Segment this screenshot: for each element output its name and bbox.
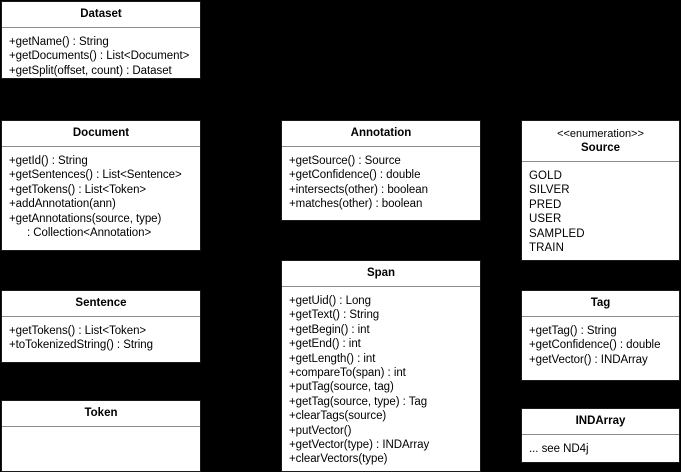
class-members-span: +getUid() : Long +getText() : String +ge… [282, 287, 480, 471]
member-row: +getId() : String [9, 155, 88, 167]
class-box-indarray[interactable]: INDArray ... see ND4j [521, 408, 680, 463]
class-members-annotation: +getSource() : Source +getConfidence() :… [282, 147, 480, 218]
member-row: +intersects(other) : boolean [289, 183, 428, 196]
class-box-dataset[interactable]: Dataset +getName() : String +getDocument… [1, 1, 201, 79]
member-row: +clearTags(source) [289, 410, 387, 423]
class-stereotype-label: <<enumeration>> [557, 128, 644, 140]
member-row: +getVector() : INDArray [529, 353, 648, 366]
member-row: +getLength() : int [289, 352, 376, 365]
class-members-source: GOLD SILVER PRED USER SAMPLED TRAIN [522, 162, 679, 260]
member-row: +getConfidence() : double [529, 339, 661, 352]
enum-literal-row: USER [529, 213, 562, 226]
class-box-span[interactable]: Span +getUid() : Long +getText() : Strin… [281, 260, 481, 472]
class-members-sentence: +getTokens() : List<Token> +toTokenizedS… [2, 317, 200, 359]
class-title-document: Document [2, 121, 200, 147]
class-title-source: <<enumeration>> Source [522, 121, 679, 162]
member-row: +getEnd() : int [289, 338, 361, 351]
member-row: +getTag(source, type) : Tag [289, 395, 428, 408]
member-row: ... see ND4j [529, 443, 589, 455]
member-row: +getAnnotations(source, type) [9, 212, 162, 225]
class-title-tag: Tag [522, 291, 679, 317]
class-members-tag: +getTag() : String +getConfidence() : do… [522, 317, 679, 373]
member-row: +getConfidence() : double [289, 169, 421, 182]
member-row: +getSentences() : List<Sentence> [9, 169, 182, 182]
class-title-annotation: Annotation [282, 121, 480, 147]
member-row: +getBegin() : int [289, 323, 370, 336]
member-row: +getTag() : String [529, 325, 617, 337]
member-row: +toTokenizedString() : String [9, 339, 153, 352]
member-row: +getTokens() : List<Token> [9, 325, 147, 337]
member-row: +getName() : String [9, 36, 109, 48]
member-row: +getUid() : Long [289, 295, 371, 307]
class-members-indarray: ... see ND4j [522, 435, 679, 462]
enum-literal-row: TRAIN [529, 242, 564, 255]
member-row: +compareTo(span) : int [289, 367, 406, 380]
class-title-indarray: INDArray [522, 409, 679, 435]
enum-literal-row: GOLD [529, 170, 562, 182]
member-row: +getSource() : Source [289, 155, 401, 167]
class-title-token: Token [2, 401, 200, 427]
class-title-dataset: Dataset [2, 2, 200, 28]
member-row: +getTokens() : List<Token> [9, 183, 147, 196]
class-box-sentence[interactable]: Sentence +getTokens() : List<Token> +toT… [1, 290, 201, 363]
class-box-annotation[interactable]: Annotation +getSource() : Source +getCon… [281, 120, 481, 221]
member-row: +putVector() [289, 424, 352, 437]
member-row-continuation: : Collection<Annotation> [27, 227, 152, 240]
class-box-document[interactable]: Document +getId() : String +getSentences… [1, 120, 201, 251]
class-title-span: Span [282, 261, 480, 287]
member-row: +getText() : String [289, 309, 380, 322]
enum-literal-row: SAMPLED [529, 227, 585, 240]
enum-literal-row: SILVER [529, 184, 570, 197]
member-row: +getDocuments() : List<Document> [9, 50, 190, 63]
member-row: +clearVectors(type) [289, 453, 388, 466]
class-box-source[interactable]: <<enumeration>> Source GOLD SILVER PRED … [521, 120, 680, 261]
class-box-token[interactable]: Token [1, 400, 201, 472]
member-row: +putTag(source, tag) [289, 381, 394, 394]
member-row: +matches(other) : boolean [289, 198, 423, 211]
class-title-sentence: Sentence [2, 291, 200, 317]
enum-literal-row: PRED [529, 198, 562, 211]
member-row: +getVector(type) : INDArray [289, 439, 430, 452]
class-members-document: +getId() : String +getSentences() : List… [2, 147, 200, 246]
class-box-tag[interactable]: Tag +getTag() : String +getConfidence() … [521, 290, 680, 381]
member-row: +getSplit(offset, count) : Dataset [9, 64, 172, 77]
member-row: +addAnnotation(ann) [9, 198, 116, 211]
class-members-dataset: +getName() : String +getDocuments() : Li… [2, 28, 200, 78]
class-name-label: Source [581, 142, 620, 154]
